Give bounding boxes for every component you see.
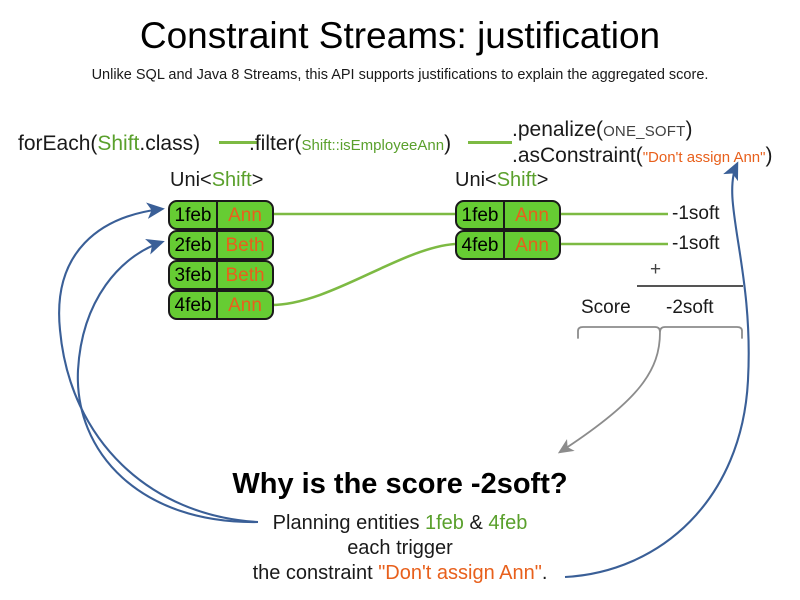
shift-card-employee: Ann: [228, 294, 262, 316]
shift-card[interactable]: 2feb Beth: [168, 230, 274, 260]
code-penalize-constant: ONE_SOFT: [603, 123, 686, 140]
explanation-line-1: Planning entities 1feb & 4feb: [0, 511, 800, 536]
page-title: Constraint Streams: justification: [139, 15, 661, 56]
sum-rule: [637, 285, 743, 287]
code-as-constraint-string: "Don't assign Ann": [642, 149, 766, 166]
code-filter-suffix: ): [444, 132, 452, 155]
shift-card-date: 1feb: [457, 202, 505, 228]
shift-card-date: 2feb: [170, 232, 218, 258]
explanation-line-3-suffix: .: [541, 562, 548, 584]
shift-card-employee: Beth: [225, 234, 265, 256]
code-foreach: forEach(Shift.class): [18, 131, 200, 157]
score-brace: [577, 326, 743, 339]
explanation-amp: &: [463, 512, 489, 534]
code-filter-ref: Shift::isEmployeeAnn: [301, 137, 445, 154]
code-as-constraint: .asConstraint("Don't assign Ann"): [512, 143, 772, 171]
explanation-heading: Why is the score -2soft?: [232, 468, 568, 500]
explanation-line-3: the constraint "Don't assign Ann".: [0, 561, 800, 586]
shift-card[interactable]: 1feb Ann: [455, 200, 561, 230]
explanation-line-3-prefix: the constraint: [252, 562, 379, 584]
explanation-line-2: each trigger: [347, 537, 453, 559]
uni-label-right: Uni<Shift>: [455, 168, 548, 192]
explanation-constraint-name: "Don't assign Ann": [378, 562, 542, 584]
page-subtitle: Unlike SQL and Java 8 Streams, this API …: [91, 67, 709, 83]
uni-right-type: Shift: [496, 169, 537, 191]
score-total: -2soft: [666, 297, 714, 318]
shift-card[interactable]: 4feb Ann: [455, 230, 561, 260]
code-filter-call: .filter(: [249, 132, 302, 155]
code-penalize-suffix: ): [685, 118, 693, 141]
score-label: Score: [581, 297, 631, 318]
shift-card-date: 1feb: [170, 202, 218, 228]
code-foreach-call: forEach(: [18, 132, 98, 155]
uni-left-suffix: >: [251, 169, 264, 191]
code-as-constraint-call: .asConstraint(: [512, 144, 643, 167]
code-as-constraint-suffix: ): [765, 144, 773, 167]
uni-left-type: Shift: [211, 169, 252, 191]
connector-4feb-to-4feb: [270, 242, 456, 307]
shift-card-employee: Ann: [515, 234, 549, 256]
score-brace-arrow: [557, 331, 661, 454]
code-foreach-suffix: .class): [139, 132, 201, 155]
shift-card-employee: Ann: [515, 204, 549, 226]
code-penalize: .penalize(ONE_SOFT): [512, 117, 693, 145]
code-foreach-type: Shift: [97, 132, 140, 155]
code-filter: .filter(Shift::isEmployeeAnn): [249, 131, 451, 159]
shift-card-date: 4feb: [170, 292, 218, 318]
shift-card[interactable]: 3feb Beth: [168, 260, 274, 290]
shift-card-date: 3feb: [170, 262, 218, 288]
uni-label-left: Uni<Shift>: [170, 168, 263, 192]
shift-card[interactable]: 1feb Ann: [168, 200, 274, 230]
uni-right-suffix: >: [536, 169, 549, 191]
shift-card-date: 4feb: [457, 232, 505, 258]
explanation-entity-a: 1feb: [425, 512, 464, 534]
penalty-value: -1soft: [672, 203, 720, 224]
explanation-line-1-prefix: Planning entities: [272, 512, 425, 534]
penalty-value: -1soft: [672, 233, 720, 254]
explanation-entity-b: 4feb: [488, 512, 528, 534]
sum-operator: +: [650, 259, 662, 280]
shift-card-employee: Ann: [228, 204, 262, 226]
shift-card-employee: Beth: [225, 264, 265, 286]
pipeline-dash-2: [468, 141, 512, 144]
code-penalize-call: .penalize(: [512, 118, 604, 141]
pipeline-dash-1: [219, 141, 257, 144]
shift-card[interactable]: 4feb Ann: [168, 290, 274, 320]
uni-right-prefix: Uni<: [455, 169, 497, 191]
uni-left-prefix: Uni<: [170, 169, 212, 191]
